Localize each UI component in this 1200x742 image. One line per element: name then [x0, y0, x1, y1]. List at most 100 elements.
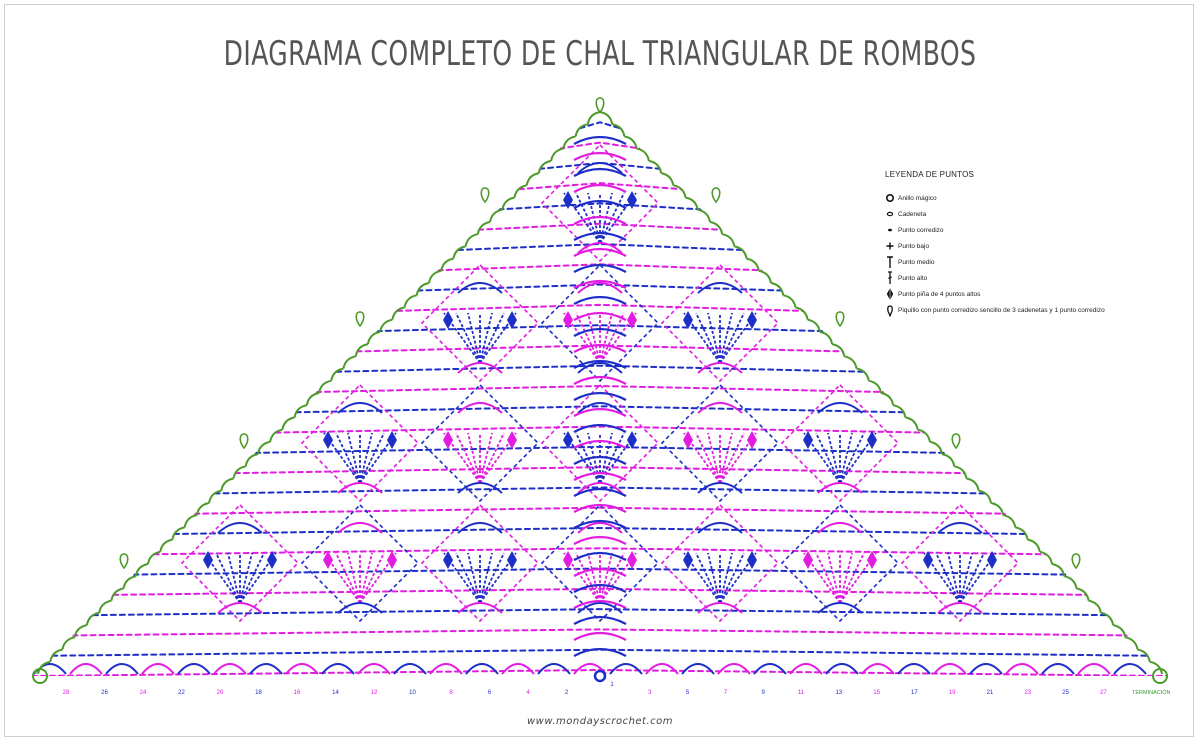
diamond-motif: [420, 503, 540, 623]
fan-stitch: [599, 552, 613, 604]
border-scallop: [586, 111, 601, 125]
fan-stitch: [479, 312, 493, 364]
border-scallop: [697, 208, 711, 223]
border-scallop: [403, 294, 417, 308]
legend-title: LEYENDA DE PUNTOS: [885, 170, 975, 179]
border-scallop: [856, 367, 870, 382]
fan-stitch: [599, 552, 625, 604]
border-scallop: [49, 648, 63, 663]
chain-arc: [697, 282, 743, 294]
puff-stitch: [987, 551, 997, 569]
border-scallop: [464, 233, 479, 247]
row-label: 2: [565, 690, 569, 696]
puff-stitch: [323, 431, 333, 449]
border-scallop: [844, 355, 858, 369]
puff-stitch: [563, 311, 573, 329]
fan-stitch: [587, 552, 601, 604]
border-scallop: [195, 502, 210, 516]
border-scallop: [648, 159, 663, 174]
border-scallop: [269, 428, 283, 443]
stitch-pattern: [32, 121, 1168, 676]
base-arch: [249, 663, 283, 675]
legend-label: Piquillo con punto corredizo sencillo de…: [898, 306, 1105, 314]
border-scallop: [1015, 526, 1029, 540]
center-arc: [573, 135, 627, 145]
chain-arc: [577, 602, 623, 614]
puff-stitch: [923, 551, 933, 569]
diamond-motif: [660, 503, 780, 623]
puff-stitch: [803, 431, 813, 449]
row-label: 19: [949, 690, 956, 696]
border-scallop: [232, 465, 246, 479]
puff-stitch: [627, 551, 637, 569]
fan-stitch: [227, 552, 241, 604]
single-crochet-icon: [885, 239, 895, 253]
fan-stitch: [719, 432, 745, 484]
fan-stitch: [839, 432, 853, 484]
border-scallop: [746, 257, 760, 272]
picot-icon: [239, 433, 249, 450]
fan-stitch: [599, 312, 613, 364]
fan-stitch: [827, 432, 841, 484]
chain-icon: [885, 207, 895, 221]
border-scallop: [758, 269, 772, 284]
border-scallop: [599, 111, 614, 125]
legend-item-magic-ring: Anillo mágico: [885, 191, 1185, 205]
stitch-row: [538, 161, 662, 170]
fan-stitch: [935, 552, 961, 604]
stitch-row: [497, 202, 703, 211]
row-label: 11: [798, 690, 805, 696]
chain-arc: [217, 602, 263, 614]
fan-stitch: [815, 432, 841, 484]
border-scallop: [244, 453, 259, 467]
center-arc: [573, 295, 627, 305]
border-scallop: [1125, 636, 1139, 650]
chain-arc: [817, 602, 863, 614]
border-scallop: [978, 489, 992, 504]
border-scallop: [415, 282, 430, 296]
fan-stitch: [707, 552, 721, 604]
border-scallop: [110, 587, 124, 601]
border-scallop: [966, 477, 980, 491]
row-label: 7: [724, 690, 728, 696]
center-arc: [573, 343, 627, 353]
border-scallop: [37, 660, 51, 675]
puff-stitch: [747, 551, 757, 569]
border-scallop: [1100, 611, 1115, 626]
stitch-row: [375, 324, 825, 333]
diamond-motif: [540, 263, 660, 383]
stitch-row: [517, 182, 683, 191]
center-arc: [573, 647, 627, 657]
border-scallop: [819, 330, 834, 345]
picot-icon: [595, 97, 605, 114]
base-arch: [393, 663, 427, 675]
puff-stitch: [627, 191, 637, 209]
chain-arc: [817, 522, 863, 534]
chain-arc: [457, 402, 503, 414]
magic-ring-start: [593, 669, 607, 683]
fan-stitch: [827, 552, 841, 604]
corner-picot-right: [1152, 668, 1168, 684]
border-scallop: [905, 416, 919, 430]
center-arc: [573, 231, 627, 241]
stitch-row: [213, 486, 987, 495]
puff-stitch-icon: [885, 287, 895, 301]
row-label: 23: [1024, 690, 1031, 696]
border-scallop: [734, 245, 748, 259]
fan-stitch: [839, 552, 865, 604]
border-scallop: [990, 502, 1005, 516]
puff-stitch: [563, 551, 573, 569]
chain-arc: [337, 402, 383, 414]
row-label: 6: [488, 690, 492, 696]
base-arch: [69, 663, 103, 675]
fan-stitch: [719, 552, 733, 604]
stitch-row: [558, 141, 642, 150]
row-label: 14: [332, 690, 339, 696]
center-arc: [573, 455, 627, 465]
legend-label: Anillo mágico: [898, 194, 937, 202]
stitch-row: [274, 425, 926, 434]
border-scallop: [709, 221, 724, 235]
chain-arc: [937, 522, 983, 534]
diamond-motif: [420, 383, 540, 503]
